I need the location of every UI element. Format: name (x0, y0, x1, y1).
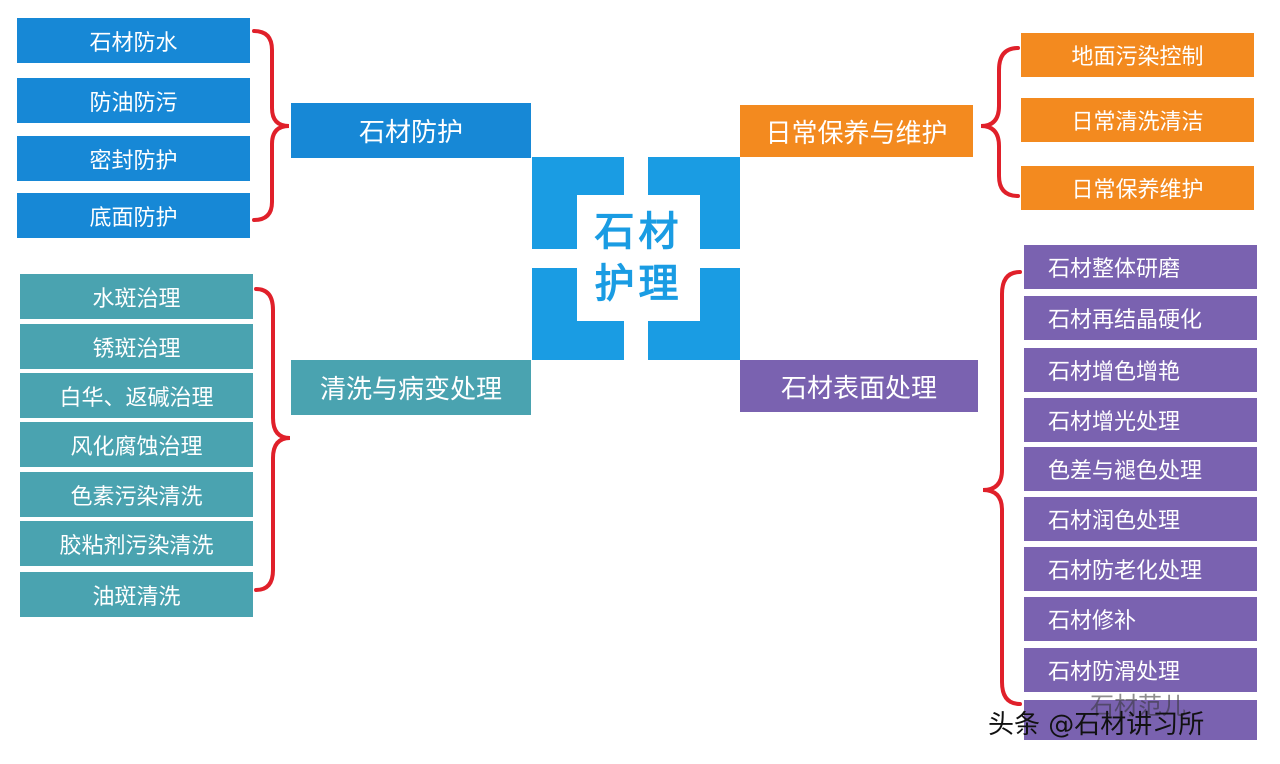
protection-item: 密封防护 (17, 136, 250, 181)
branch-protection-title: 石材防护 (291, 103, 531, 158)
surface-item: 石材整体研磨 (1024, 245, 1257, 289)
cleaning-item: 风化腐蚀治理 (20, 422, 253, 467)
center-title-line1: 石材 (594, 209, 683, 255)
surface-item: 石材增色增艳 (1024, 348, 1257, 392)
protection-item: 石材防水 (17, 18, 250, 63)
bracket-maintenance (980, 46, 1020, 198)
maintenance-item: 日常清洗清洁 (1021, 98, 1254, 142)
center-title-line2: 护理 (594, 261, 683, 307)
branch-maintenance-title: 日常保养与维护 (740, 105, 973, 157)
cleaning-item: 色素污染清洗 (20, 472, 253, 517)
branch-surface-title: 石材表面处理 (740, 360, 978, 412)
cleaning-item: 胶粘剂污染清洗 (20, 521, 253, 566)
surface-item: 石材润色处理 (1024, 497, 1257, 541)
surface-item: 石材增光处理 (1024, 398, 1257, 442)
maintenance-item: 地面污染控制 (1021, 33, 1254, 77)
cleaning-item: 锈斑治理 (20, 324, 253, 369)
bracket-protection (252, 29, 290, 222)
bracket-surface (982, 270, 1022, 706)
center-title: 石材 护理 (577, 195, 700, 321)
branch-cleaning-title: 清洗与病变处理 (291, 360, 531, 415)
surface-item: 石材防滑处理 (1024, 648, 1257, 692)
surface-item: 石材再结晶硬化 (1024, 296, 1257, 340)
surface-item-partial (1024, 700, 1257, 740)
cleaning-item: 水斑治理 (20, 274, 253, 319)
watermark-faint: 石材范儿 (1090, 692, 1186, 720)
bracket-cleaning (254, 287, 291, 592)
cleaning-item: 油斑清洗 (20, 572, 253, 617)
maintenance-item: 日常保养维护 (1021, 166, 1254, 210)
surface-item: 石材防老化处理 (1024, 547, 1257, 591)
protection-item: 防油防污 (17, 78, 250, 123)
surface-item: 石材修补 (1024, 597, 1257, 641)
cleaning-item: 白华、返碱治理 (20, 373, 253, 418)
protection-item: 底面防护 (17, 193, 250, 238)
watermark: 头条 @石材讲习所 (988, 710, 1205, 740)
surface-item: 色差与褪色处理 (1024, 447, 1257, 491)
